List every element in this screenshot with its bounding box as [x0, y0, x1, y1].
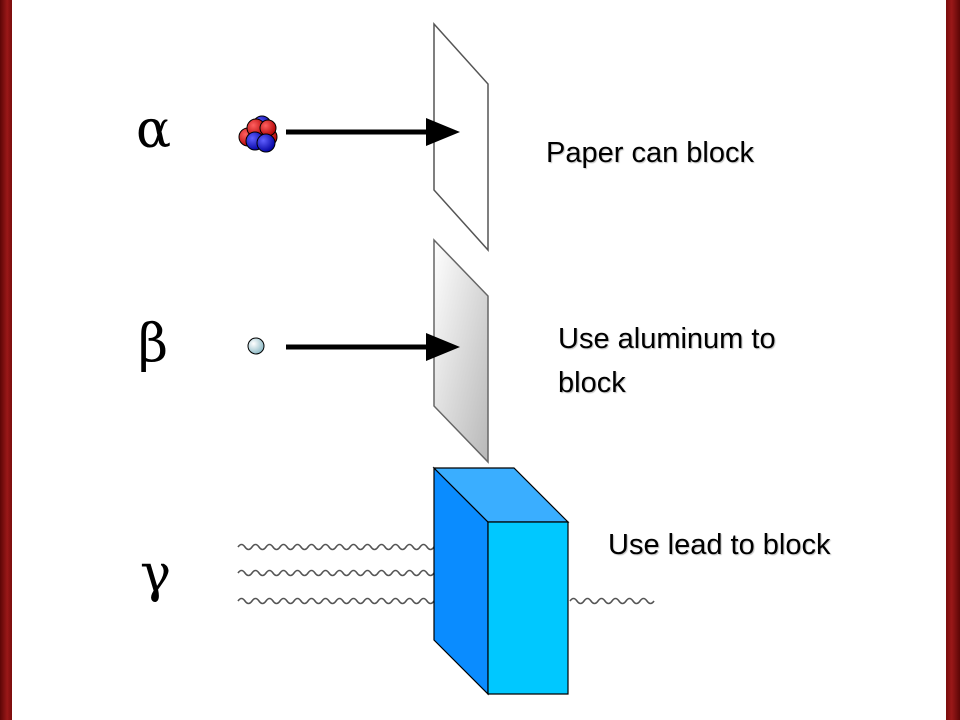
alpha-particle-icon	[238, 115, 278, 153]
gamma-waves-front-icon	[569, 597, 655, 605]
beta-arrow-icon	[286, 333, 460, 361]
beta-particle-icon	[247, 337, 265, 355]
alpha-symbol: α	[136, 100, 172, 160]
alpha-caption: Paper can block	[546, 137, 754, 169]
slide-frame-left	[0, 0, 12, 720]
beta-caption-line1: Use aluminum to	[558, 323, 776, 355]
lead-block-icon	[432, 466, 570, 696]
alpha-arrow-icon	[286, 118, 460, 146]
slide-content: α β γ Paper can block Use aluminum to bl…	[12, 0, 946, 720]
slide-frame-right	[946, 0, 960, 720]
beta-symbol: β	[138, 314, 169, 374]
beta-caption-line2: block	[558, 367, 626, 399]
gamma-symbol: γ	[140, 544, 172, 604]
gamma-caption: Use lead to block	[608, 529, 831, 561]
radiation-diagram	[237, 22, 655, 696]
